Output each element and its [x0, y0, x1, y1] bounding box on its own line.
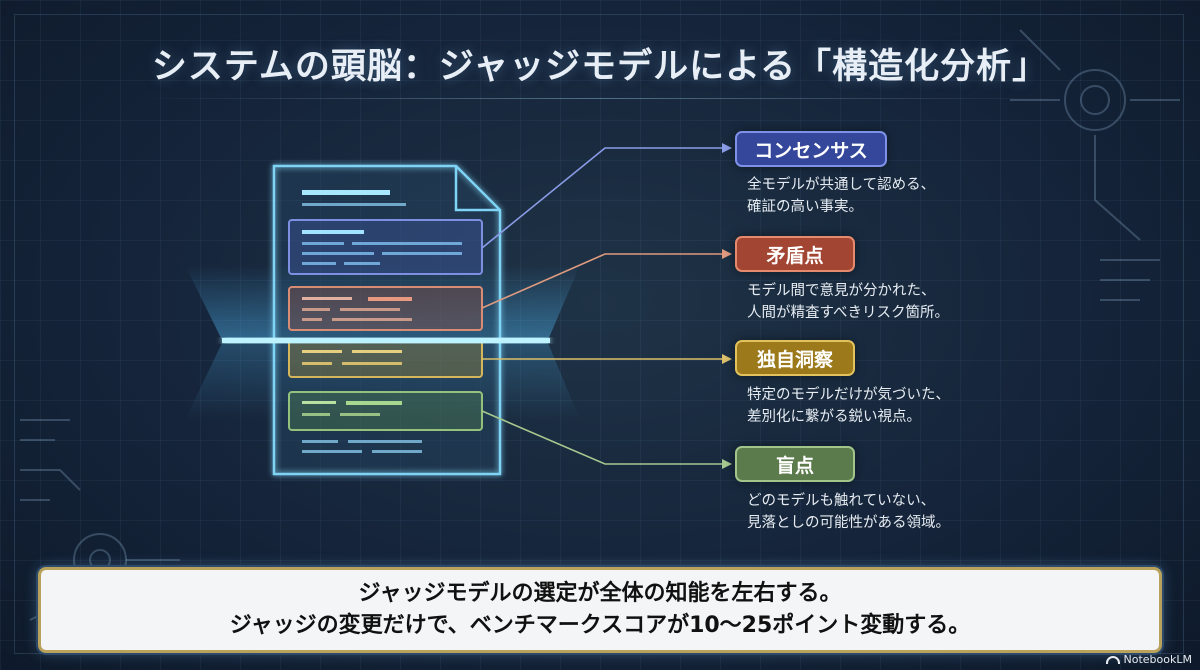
- logo-text: NotebookLM: [1123, 653, 1192, 666]
- title-divider: [140, 98, 1060, 99]
- notebooklm-logo: NotebookLM: [1105, 653, 1192, 666]
- category-label-blindspot: 盲点: [735, 446, 855, 482]
- category-desc-blindspot: どのモデルも触れていない、 見落としの可能性がある領域。: [747, 493, 950, 531]
- banner-line-1: ジャッジモデルの選定が全体の知能を左右する。: [358, 581, 842, 606]
- connector-arrows: [481, 143, 732, 469]
- category-desc-consensus: 全モデルが共通して認める、 確証の高い事実。: [747, 177, 936, 215]
- category-label-contradiction: 矛盾点: [735, 236, 855, 272]
- scan-line: [222, 338, 550, 343]
- category-label-insight: 独自洞察: [735, 340, 855, 376]
- page-title: システムの頭脳：ジャッジモデルによる「構造化分析」: [151, 47, 1049, 87]
- category-label-consensus: コンセンサス: [735, 131, 887, 167]
- document-icon: [272, 164, 502, 476]
- category-desc-insight: 特定のモデルだけが気づいた、 差別化に繋がる鋭い視点。: [747, 387, 950, 425]
- category-desc-contradiction: モデル間で意見が分かれた、 人間が精査すべきリスク箇所。: [747, 283, 949, 321]
- summary-banner: ジャッジモデルの選定が全体の知能を左右する。 ジャッジの変更だけで、ベンチマーク…: [38, 567, 1162, 653]
- tech-frame: [14, 14, 1184, 654]
- banner-line-2: ジャッジの変更だけで、ベンチマークスコアが10〜25ポイント変動する。: [229, 613, 971, 638]
- notebooklm-logo-icon: [1105, 655, 1120, 664]
